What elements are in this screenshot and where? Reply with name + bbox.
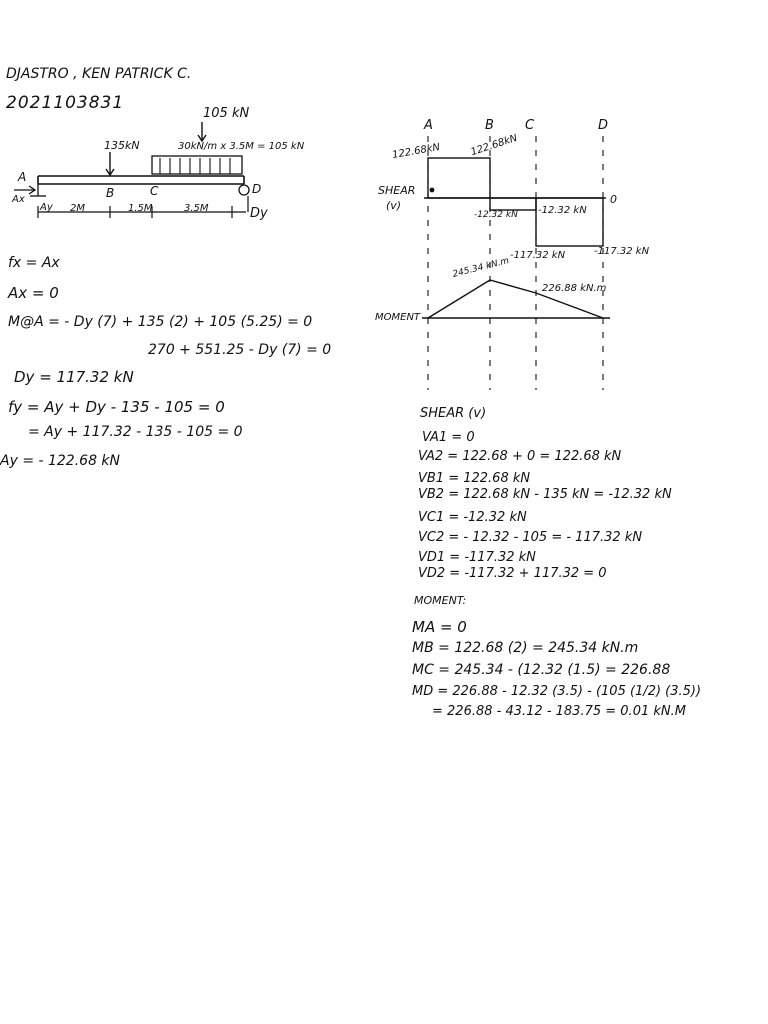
m-c-value: 226.88 kN.m — [542, 283, 607, 294]
eq-moment-a-2: 270 + 551.25 - Dy (7) = 0 — [148, 342, 332, 358]
moment-calc-title: MOMENT: — [414, 594, 467, 607]
shear-calc-line: VD2 = -117.32 + 117.32 = 0 — [418, 566, 607, 581]
student-name: DJASTRO , KEN PATRICK C. — [6, 66, 192, 82]
eq-fy: fy = Ay + Dy - 135 - 105 = 0 — [8, 398, 225, 416]
beam-label-b: B — [106, 186, 115, 200]
m-b-value: 245.34 kN.m — [451, 256, 511, 280]
eq-dy: Dy = 117.32 kN — [14, 368, 134, 386]
moment-calc-line: MB = 122.68 (2) = 245.34 kN.m — [412, 640, 639, 656]
shear-axis-sub: (v) — [386, 199, 402, 212]
shear-calc-line: VC1 = -12.32 kN — [418, 510, 527, 525]
diag-label-c: C — [525, 118, 535, 133]
beam-label-d: D — [252, 182, 262, 196]
dy-label: Dy — [250, 206, 268, 221]
shear-zero-label: 0 — [610, 193, 617, 206]
shear-calc-line: VC2 = - 12.32 - 105 = - 117.32 kN — [418, 530, 643, 545]
beam-label-c: C — [150, 184, 159, 198]
diag-label-a: A — [424, 118, 433, 133]
moment-calc-line: MC = 245.34 - (12.32 (1.5) = 226.88 — [412, 662, 671, 678]
shear-calc-line: VB1 = 122.68 kN — [418, 471, 531, 486]
v-a-value: 122.68kN — [391, 141, 441, 162]
diag-label-d: D — [598, 118, 609, 133]
span-cd: 3.5M — [184, 203, 209, 214]
ax-label: Ax — [12, 194, 25, 205]
shear-calc-line: VA1 = 0 — [422, 430, 475, 445]
shear-axis-label: SHEAR — [378, 184, 416, 197]
moment-axis-label: MOMENT — [375, 312, 421, 323]
beam-label-a: A — [18, 170, 27, 184]
v-c-value: -12.32 kN — [538, 205, 587, 216]
moment-calc-line: MA = 0 — [412, 618, 467, 636]
eq-fx: fx = Ax — [8, 255, 60, 271]
span-ab: 2M — [70, 203, 85, 214]
ay-label: Ay — [40, 202, 53, 213]
diag-label-b: B — [485, 118, 494, 133]
moment-calc-line: MD = 226.88 - 12.32 (3.5) - (105 (1/2) (… — [412, 684, 702, 699]
dist-load-label: 30kN/m x 3.5M = 105 kN — [178, 141, 305, 152]
eq-fy-2: = Ay + 117.32 - 135 - 105 = 0 — [28, 424, 243, 440]
eq-ax: Ax = 0 — [8, 284, 59, 302]
shear-calc-line: VD1 = -117.32 kN — [418, 550, 536, 565]
load-top-label: 105 kN — [203, 106, 250, 121]
v-b-value: 122.68kN — [469, 132, 519, 159]
v-c2-value: -117.32 kN — [510, 250, 566, 261]
v-b2-value: -12.32 kN — [474, 210, 518, 220]
student-number: 2021103831 — [6, 93, 125, 113]
shear-calc-title: SHEAR (v) — [420, 406, 487, 421]
eq-moment-a: M@A = - Dy (7) + 135 (2) + 105 (5.25) = … — [8, 314, 313, 330]
span-bc: 1.5M — [128, 203, 153, 214]
eq-ay: Ay = - 122.68 kN — [0, 453, 121, 469]
shear-calc-line: VA2 = 122.68 + 0 = 122.68 kN — [418, 449, 622, 464]
shear-calc-line: VB2 = 122.68 kN - 135 kN = -12.32 kN — [418, 487, 672, 502]
v-d-value: -117.32 kN — [594, 246, 650, 257]
point-load-label: 135kN — [104, 139, 140, 152]
moment-calc-line: = 226.88 - 43.12 - 183.75 = 0.01 kN.M — [432, 704, 686, 719]
